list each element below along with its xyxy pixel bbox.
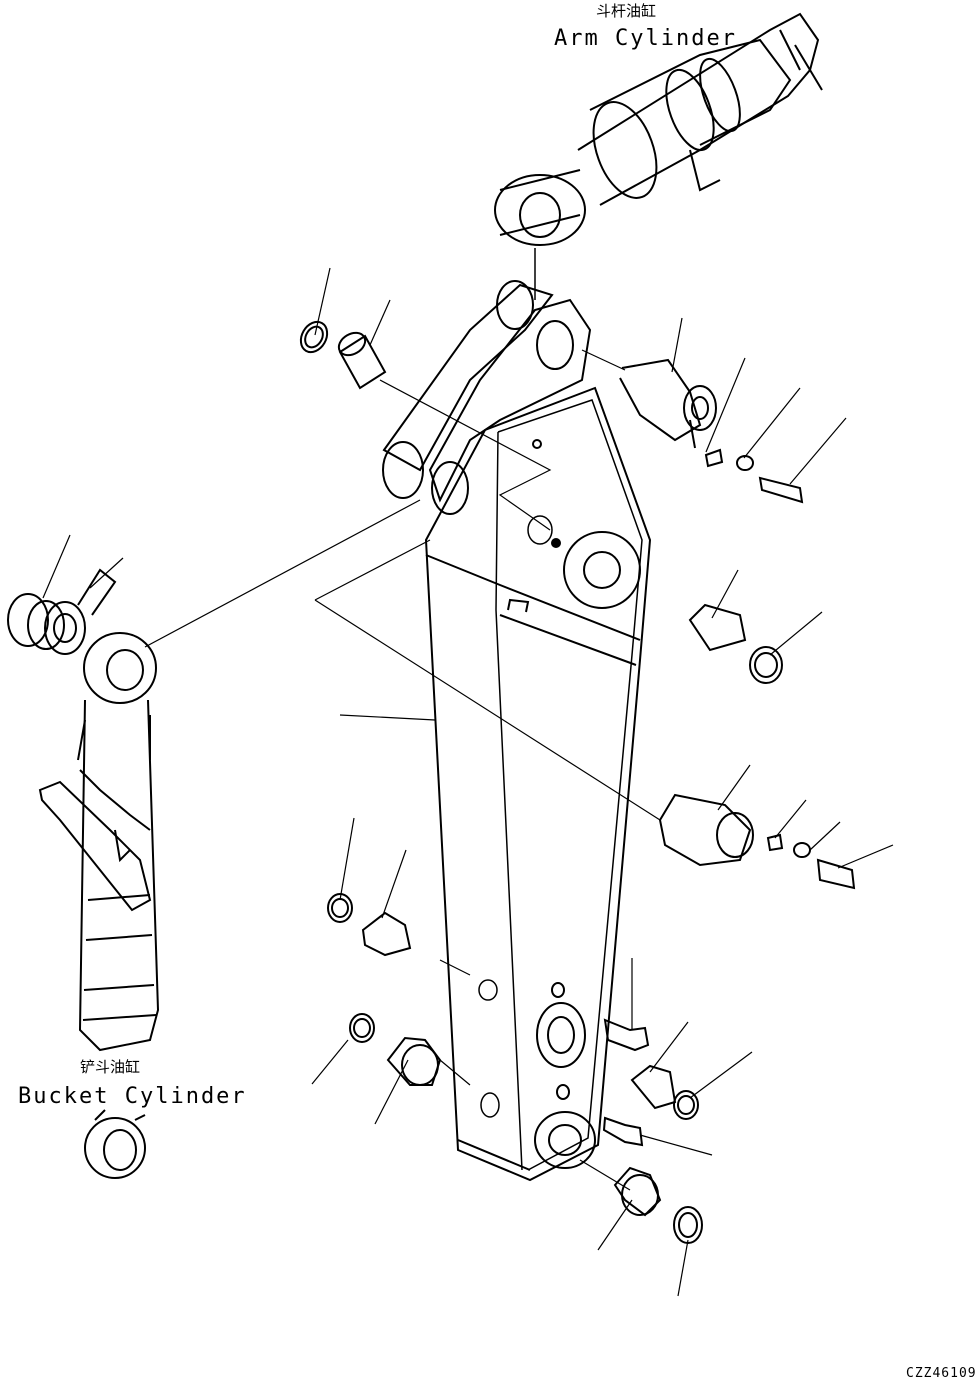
drawing-code: CZZ46109	[906, 1366, 977, 1381]
bucket-cylinder-label: Bucket Cylinder	[18, 1084, 247, 1109]
bucket-cylinder	[40, 633, 158, 1178]
arm-body	[383, 281, 650, 1180]
leader-lines	[43, 268, 893, 1296]
hardware-parts	[296, 317, 854, 1243]
shim-stack	[8, 570, 115, 654]
arm-cylinder-label: Arm Cylinder	[554, 26, 737, 51]
arm-cylinder	[495, 14, 822, 300]
bucket-cylinder-label-cn: 铲斗油缸	[80, 1058, 141, 1076]
arm-cylinder-label-cn: 斗杆油缸	[596, 2, 657, 20]
